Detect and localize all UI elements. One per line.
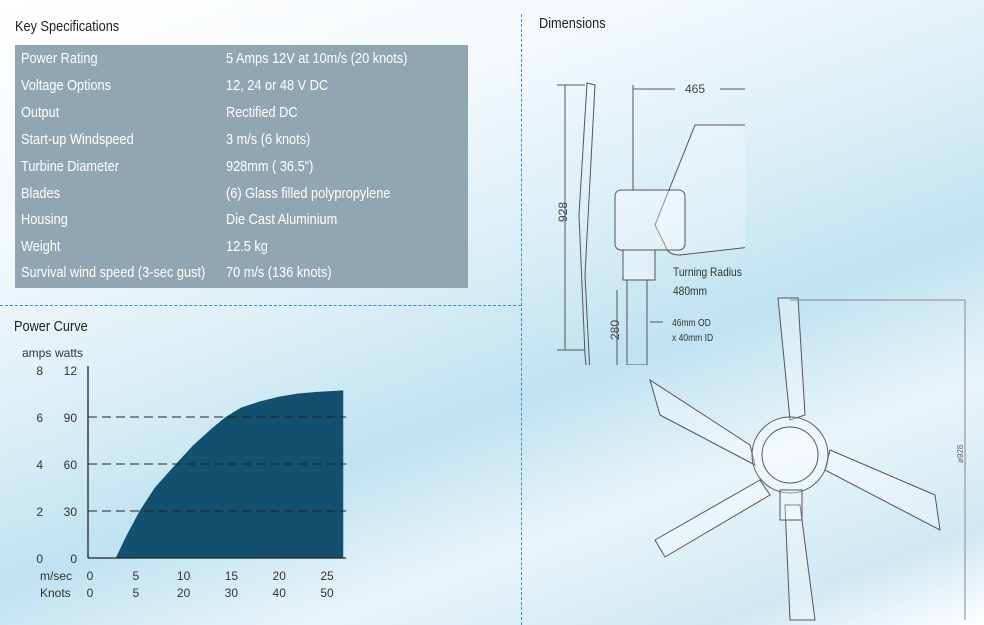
x-tick-knots: 0	[87, 586, 94, 600]
turbine-front-view: ø928	[649, 297, 966, 621]
blade-bottom	[784, 504, 816, 621]
spec-label: Power Rating	[21, 50, 98, 67]
spec-value: 12.5 kg	[226, 237, 268, 255]
spec-value: 12, 24 or 48 V DC	[226, 77, 329, 94]
x-tick-knots: 30	[225, 586, 239, 600]
dim-465: 465	[685, 82, 705, 96]
tail-fin	[654, 124, 745, 256]
x-tick-ms: 0	[87, 569, 94, 583]
x-tick-ms: 15	[225, 569, 239, 583]
blade-side	[578, 82, 596, 365]
spec-value: (6) Glass filled polypropylene	[226, 184, 391, 202]
amps-tick: 6	[36, 411, 43, 425]
x-tick-knots: 40	[273, 586, 287, 600]
watts-tick: 60	[64, 458, 78, 472]
mast	[626, 279, 648, 365]
watts-tick: 30	[64, 505, 78, 519]
watts-tick: 12	[64, 364, 78, 378]
spec-value: Rectified DC	[226, 104, 298, 121]
turning-radius-label: Turning Radius 480mm	[673, 265, 742, 298]
hub	[751, 416, 829, 494]
dimensions-title: Dimensions	[539, 15, 606, 32]
x-tick-knots: 5	[132, 586, 139, 600]
spec-value: Die Cast Aluminium	[226, 211, 338, 228]
x-label-knots: Knots	[40, 586, 71, 600]
divider-horizontal	[0, 305, 521, 306]
watts-tick: 90	[64, 411, 78, 425]
turbine-side-view: 928 465 280	[556, 82, 745, 365]
spec-table: Power Rating 5 Amps 12V at 10m/s (20 kno…	[15, 45, 468, 288]
amps-tick: 4	[36, 458, 43, 472]
blade-left	[649, 378, 756, 466]
x-tick-ms: 20	[273, 569, 287, 583]
watts-tick: 0	[70, 552, 77, 566]
x-tick-ms: 25	[320, 569, 334, 583]
spec-label: Blades	[21, 184, 60, 202]
dim-diameter: ø928	[956, 444, 965, 463]
spec-label: Start-up Windspeed	[21, 131, 134, 148]
x-tick-knots: 50	[320, 586, 334, 600]
spec-label: Output	[21, 104, 60, 121]
spec-value: 5 Amps 12V at 10m/s (20 knots)	[226, 50, 408, 67]
x-label-ms: m/sec	[40, 569, 72, 583]
divider-vertical	[521, 14, 522, 625]
spec-value: 70 m/s (136 knots)	[226, 264, 332, 281]
amps-tick: 0	[36, 552, 43, 566]
housing	[614, 189, 686, 251]
key-specs-title: Key Specifications	[15, 18, 120, 35]
dim-280: 280	[608, 320, 622, 340]
blade-lower-left	[654, 479, 771, 558]
dim-928: 928	[556, 202, 570, 222]
spec-label: Voltage Options	[21, 77, 112, 94]
blade-right	[824, 449, 941, 531]
tube-label: 46mm OD x 40mm ID	[672, 318, 714, 344]
y-label-amps: amps	[22, 346, 51, 360]
yaw-base	[622, 249, 656, 281]
x-tick-ms: 10	[177, 569, 191, 583]
y-label-watts: watts	[54, 346, 83, 360]
spec-label: Weight	[21, 237, 61, 255]
spec-value: 3 m/s (6 knots)	[226, 131, 311, 148]
power-curve-title: Power Curve	[14, 318, 88, 335]
spec-label: Survival wind speed (3-sec gust)	[21, 264, 206, 281]
power-area	[115, 390, 344, 558]
amps-tick: 8	[36, 364, 43, 378]
x-tick-knots: 20	[177, 586, 191, 600]
spec-label: Turbine Diameter	[21, 158, 120, 175]
amps-tick: 2	[36, 505, 43, 519]
spec-label: Housing	[21, 211, 68, 228]
spec-value: 928mm ( 36.5")	[226, 158, 314, 175]
blade-top	[777, 297, 806, 421]
x-tick-ms: 5	[132, 569, 139, 583]
